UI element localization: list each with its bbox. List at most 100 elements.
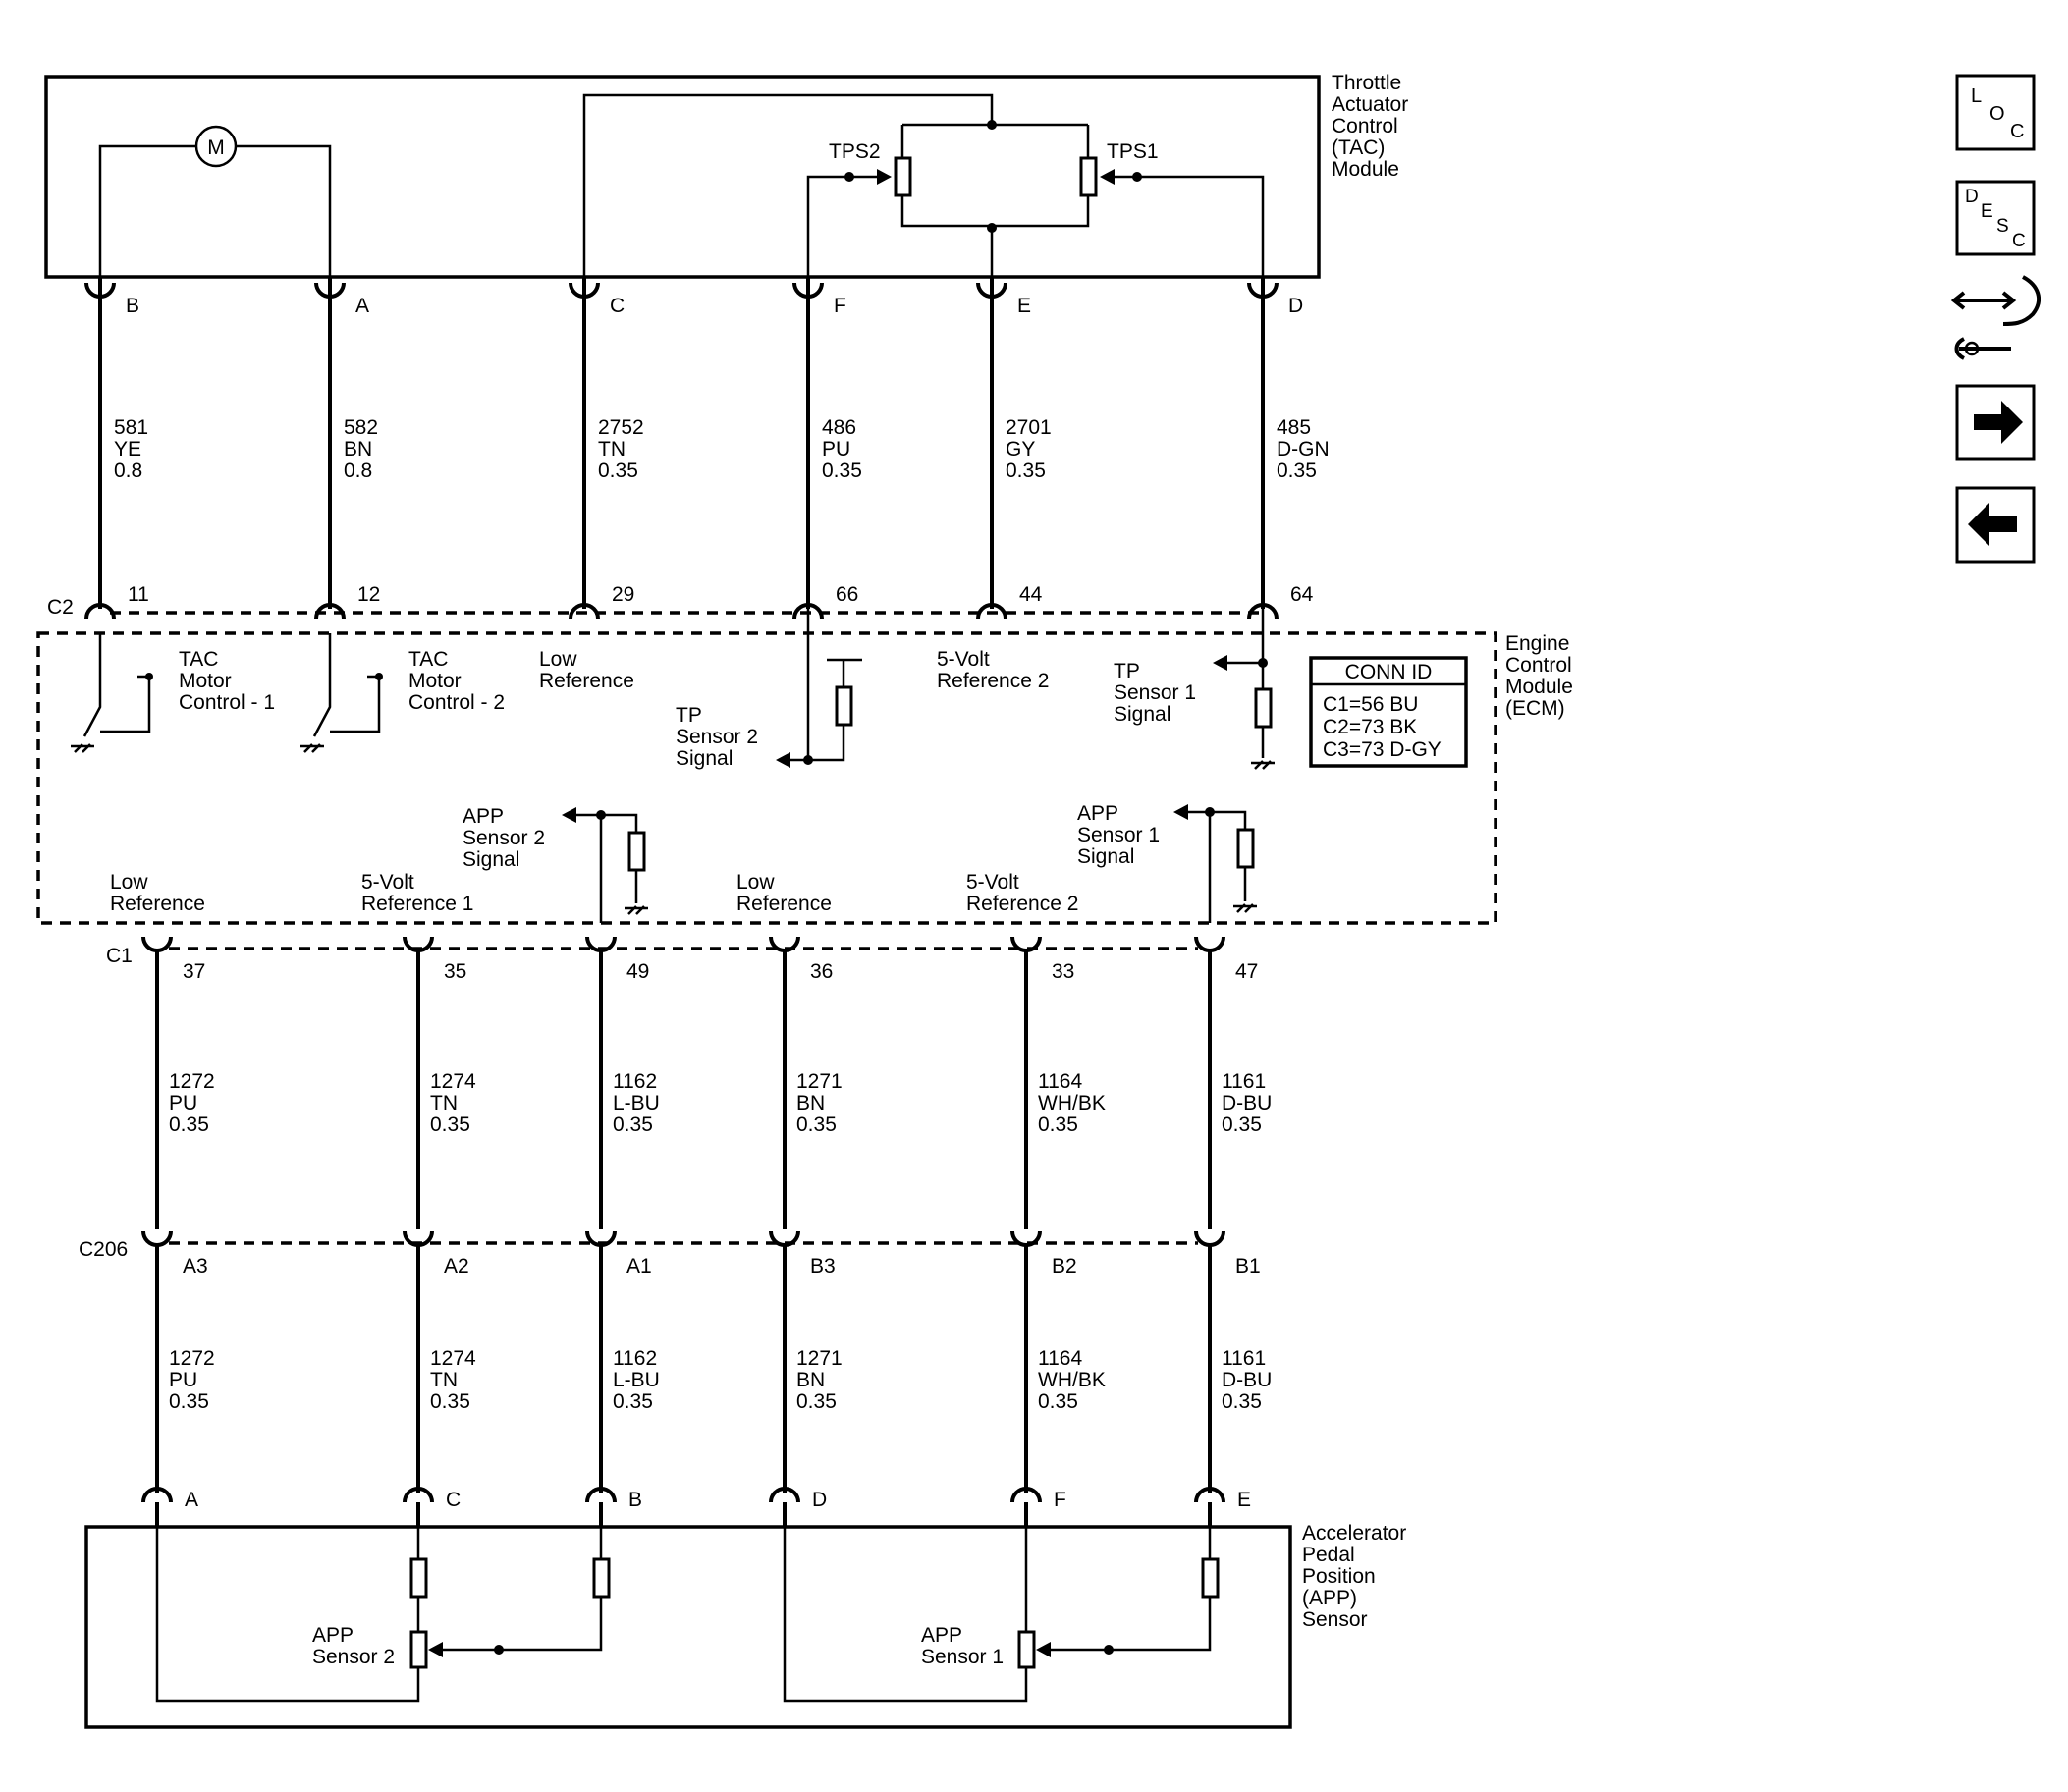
conn-id-table: CONN ID C1=56 BU C2=73 BK C3=73 D-GY — [1309, 656, 1468, 768]
conn-id-c2: C2=73 BK — [1323, 716, 1417, 738]
c206-connector-cavity — [141, 1230, 173, 1247]
c2-pin-label: 12 — [357, 583, 380, 606]
app-connector-cavity — [769, 1487, 800, 1503]
c206-connector-cavity — [585, 1230, 617, 1247]
nav-desc-button[interactable]: D E S C — [1955, 180, 2036, 256]
c206-pin-label: B3 — [810, 1255, 836, 1277]
c206-connector-cavity — [1194, 1230, 1225, 1247]
nav-desc-letter-1: D — [1965, 187, 1979, 207]
c2-pin-label: 44 — [1019, 583, 1043, 606]
c1-connector-cavity — [585, 936, 617, 952]
tac-pin-label: C — [610, 295, 625, 317]
tac-motor-control-1-switch — [71, 633, 153, 753]
tac-pin-label: E — [1017, 295, 1031, 317]
nav-loc-letter-1: L — [1971, 85, 1982, 107]
previous-arrow-icon[interactable] — [1955, 486, 2036, 564]
c1-pin-label: 36 — [810, 960, 833, 983]
c206-connector-cavity — [769, 1230, 800, 1247]
c206-pin-label: B1 — [1235, 1255, 1261, 1277]
tac-pin-label: D — [1288, 295, 1303, 317]
app-connector-cavity — [1194, 1487, 1225, 1503]
conn-id-c3: C3=73 D-GY — [1323, 738, 1442, 761]
c206-pin-label: B2 — [1052, 1255, 1077, 1277]
motor-label: M — [207, 136, 225, 159]
tac-connector-cavity — [1247, 282, 1279, 299]
conn-id-c1: C1=56 BU — [1323, 693, 1418, 716]
tac-connector-cavity — [976, 282, 1007, 299]
c1-pin-label: 47 — [1235, 960, 1258, 983]
c2-connector-name: C2 — [47, 596, 74, 619]
nav-loc-button[interactable]: L O C — [1955, 74, 2036, 151]
tac-connector-cavity — [569, 282, 600, 299]
connector-tool-icon[interactable] — [1950, 275, 2041, 360]
tp-sensor-1-circuit — [1213, 609, 1275, 770]
app-pin-label: E — [1237, 1489, 1251, 1511]
conn-id-title: CONN ID — [1345, 661, 1433, 683]
nav-desc-letter-4: C — [2012, 231, 2026, 251]
c206-pin-label: A3 — [183, 1255, 208, 1277]
app-sensor-2-circuit — [562, 807, 648, 923]
c206-connector-cavity — [403, 1230, 434, 1247]
tac-connector-cavity — [314, 282, 346, 299]
tac-motor-control-2-switch — [300, 633, 383, 753]
app-sensor-1-circuit — [1173, 804, 1257, 923]
app-pin-label: D — [812, 1489, 827, 1511]
c206-pin-label: A1 — [626, 1255, 652, 1277]
app-sensor-2-resistor — [409, 1630, 428, 1669]
c2-pin-label: 29 — [612, 583, 634, 606]
tac-pin-label: A — [355, 295, 369, 317]
tps2-label: TPS2 — [829, 140, 881, 163]
motor-icon: M — [194, 125, 238, 168]
nav-loc-letter-2: O — [1989, 103, 2005, 125]
tac-pin-label: B — [126, 295, 139, 317]
app-connector-cavity — [403, 1487, 434, 1503]
app-pin-label: A — [185, 1489, 198, 1511]
app-sensor-1-resistor — [1017, 1630, 1036, 1669]
c1-pin-label: 33 — [1052, 960, 1074, 983]
c2-connector-cavity — [976, 603, 1007, 620]
c1-connector-cavity — [403, 936, 434, 952]
c2-pin-label: 66 — [836, 583, 858, 606]
app-pin-label: C — [446, 1489, 461, 1511]
c2-pin-label: 64 — [1290, 583, 1314, 606]
c2-pin-label: 11 — [128, 583, 149, 606]
next-arrow-icon[interactable] — [1955, 384, 2036, 461]
app-connector-cavity — [585, 1487, 617, 1503]
tac-connector-cavity — [792, 282, 824, 299]
tps1-resistor — [1079, 156, 1098, 197]
nav-desc-letter-2: E — [1981, 201, 1993, 222]
c1-connector-cavity — [769, 936, 800, 952]
nav-desc-letter-3: S — [1996, 216, 2009, 237]
app-pin-label: F — [1054, 1489, 1066, 1511]
c1-connector-name: C1 — [106, 945, 133, 967]
